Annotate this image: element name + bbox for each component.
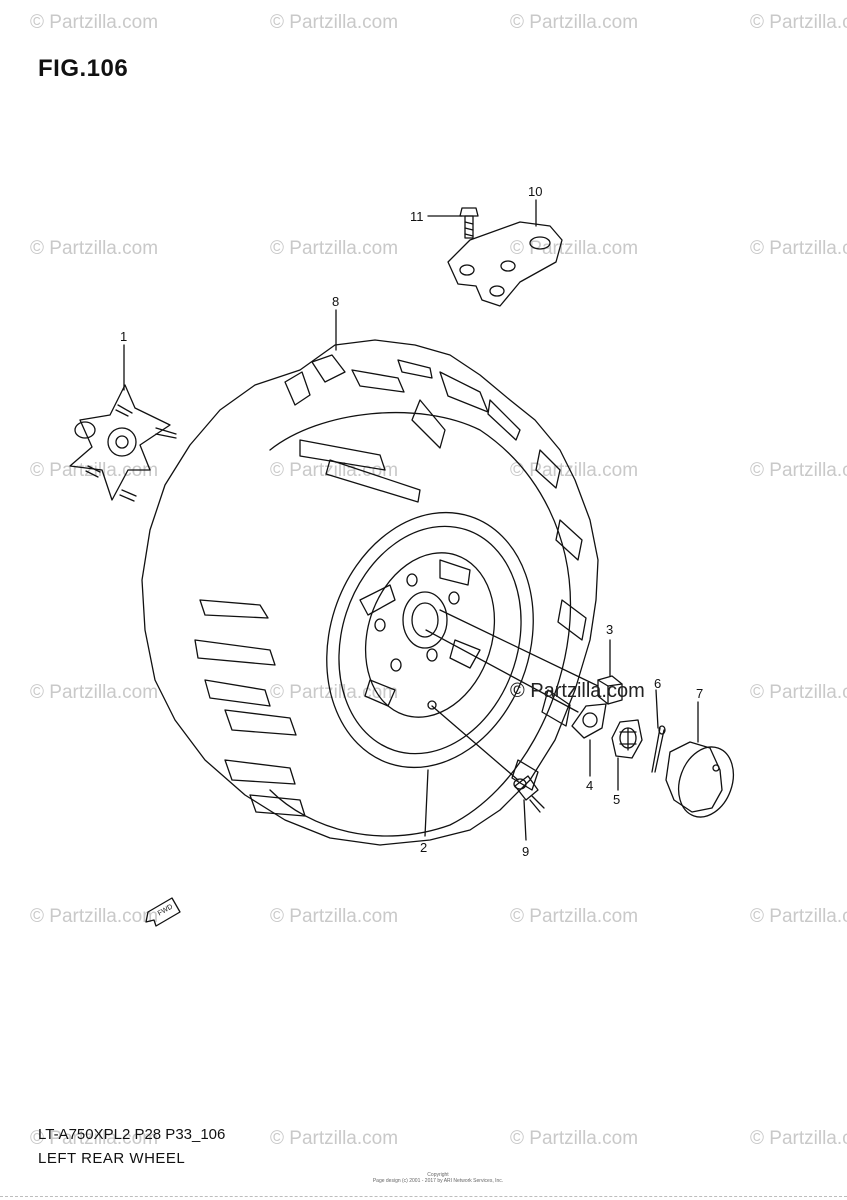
washer-part [571,703,607,739]
wheel-hub-part [69,384,177,502]
watermark: © Partzilla.com [750,460,847,481]
watermark: © Partzilla.com [510,906,639,927]
bolt-part [459,207,479,239]
watermark: © Partzilla.com [510,1128,639,1149]
copyright-notice: Copyright Page design (c) 2001 - 2017 by… [368,1172,508,1184]
watermark: © Partzilla.com [30,1128,159,1149]
callout-7: 7 [696,686,703,701]
watermark: © Partzilla.com [270,12,399,33]
watermark: © Partzilla.com [750,906,847,927]
watermark: © Partzilla.com [30,12,159,33]
castle-nut-part [611,719,643,759]
watermark: © Partzilla.com [270,906,399,927]
fwd-arrow-icon [145,897,181,927]
figure-title: FIG.106 [38,55,129,82]
watermark: © Partzilla.com [30,460,159,481]
watermark: © Partzilla.com [270,682,399,703]
watermark: © Partzilla.com [30,906,159,927]
watermark: © Partzilla.com [270,460,399,481]
watermark: © Partzilla.com [270,1128,399,1149]
watermark: © Partzilla.com [30,238,159,259]
watermark-main: © Partzilla.com [510,680,645,702]
bracket-plate-part [447,221,563,307]
valve-stem-part [513,775,545,813]
callout-3: 3 [606,622,613,637]
wheel-nut-part [597,675,623,705]
callout-9: 9 [522,844,529,859]
copyright-line: Page design (c) 2001 - 2017 by ARI Netwo… [372,1178,504,1184]
copyright-line: Copyright [427,1172,449,1178]
callout-6: 6 [654,676,661,691]
watermark: © Partzilla.com [510,238,639,259]
callout-1: 1 [120,329,127,344]
cotter-pin-part [651,725,666,773]
watermark: © Partzilla.com [510,12,639,33]
bottom-border [0,1196,847,1198]
tire-part [141,339,599,846]
hub-cap-part [665,741,735,818]
wheel-rim-part [326,511,534,769]
callout-5: 5 [613,792,620,807]
watermark: © Partzilla.com [270,238,399,259]
figure-caption: LEFT REAR WHEEL [38,1150,186,1167]
callout-4: 4 [586,778,593,793]
watermark: © Partzilla.com [750,238,847,259]
figure-code: LT-A750XPL2 P28 P33_106 [38,1126,226,1143]
watermark: © Partzilla.com [30,682,159,703]
watermark: © Partzilla.com [750,12,847,33]
callout-8: 8 [332,294,339,309]
callout-2: 2 [420,840,427,855]
watermark: © Partzilla.com [750,1128,847,1149]
callout-11: 11 [410,209,424,224]
callout-10: 10 [528,184,542,199]
watermark: © Partzilla.com [750,682,847,703]
